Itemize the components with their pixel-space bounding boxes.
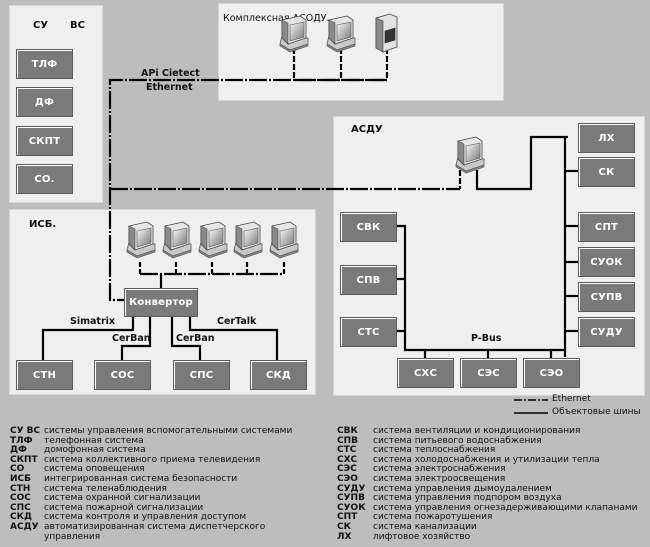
network-label-line1: APi Cietect bbox=[141, 68, 200, 79]
p-bus bbox=[395, 224, 565, 352]
box-skpt[interactable]: СКПТ bbox=[16, 126, 73, 156]
box-lh[interactable]: ЛХ bbox=[578, 123, 635, 153]
cerban-label-2: CerBan bbox=[176, 333, 215, 344]
cerban-bus-1 bbox=[120, 315, 152, 362]
asodu-panel bbox=[218, 3, 504, 101]
box-spt[interactable]: СПТ bbox=[578, 212, 635, 242]
box-seo[interactable]: СЭО bbox=[523, 358, 580, 388]
workstation-icon[interactable] bbox=[452, 135, 486, 175]
box-so[interactable]: СО. bbox=[16, 164, 73, 194]
server-icon[interactable] bbox=[372, 13, 400, 53]
certalk-label: CerTalk bbox=[217, 316, 257, 327]
cerban-label-1: CerBan bbox=[112, 333, 151, 344]
workstation-icon[interactable] bbox=[230, 220, 264, 260]
box-spv[interactable]: СПВ bbox=[340, 265, 397, 295]
box-sos[interactable]: СОС bbox=[94, 360, 151, 390]
box-sts[interactable]: СТС bbox=[340, 317, 397, 347]
network-label-line2: Ethernet bbox=[146, 82, 193, 93]
box-supv[interactable]: СУПВ bbox=[578, 282, 635, 312]
workstation-icon[interactable] bbox=[323, 14, 357, 54]
workstation-icon[interactable] bbox=[276, 14, 310, 54]
suvs-title-left: СУ bbox=[33, 20, 49, 31]
workstation-icon[interactable] bbox=[266, 220, 300, 260]
box-df[interactable]: ДФ bbox=[16, 87, 73, 117]
asodu-title: Комплексная АСОДУ. bbox=[223, 13, 330, 24]
suvs-title-right: ВС bbox=[70, 20, 85, 31]
simatrix-label: Simatrix bbox=[70, 316, 116, 327]
workstation-icon[interactable] bbox=[195, 220, 229, 260]
box-sk[interactable]: СК bbox=[578, 157, 635, 187]
legend-ethernet: Ethernet bbox=[552, 394, 591, 404]
box-sudu[interactable]: СУДУ bbox=[578, 317, 635, 347]
converter-box[interactable]: Конвертор bbox=[124, 288, 198, 317]
abbr-row: управления bbox=[44, 531, 101, 542]
workstation-icon[interactable] bbox=[159, 220, 193, 260]
box-skd[interactable]: СКД bbox=[250, 360, 307, 390]
legend-object-bus: Объектовые шины bbox=[552, 407, 641, 417]
isb-title: ИСБ. bbox=[29, 219, 57, 230]
simatrix-bus bbox=[41, 315, 135, 362]
box-svk[interactable]: СВК bbox=[340, 212, 397, 242]
asdu-title: АСДУ bbox=[351, 124, 383, 135]
workstation-icon[interactable] bbox=[123, 220, 157, 260]
box-tlf[interactable]: ТЛФ bbox=[16, 49, 73, 79]
box-suok[interactable]: СУОК bbox=[578, 247, 635, 277]
box-ses[interactable]: СЭС bbox=[460, 358, 517, 388]
cerban-bus-2 bbox=[170, 315, 202, 362]
p-bus-label: P-Bus bbox=[471, 333, 502, 344]
object-bus bbox=[475, 135, 568, 191]
box-stn[interactable]: СТН bbox=[16, 360, 73, 390]
box-sps[interactable]: СПС bbox=[173, 360, 230, 390]
certalk-bus bbox=[188, 315, 279, 362]
box-shs[interactable]: СХС bbox=[397, 358, 454, 388]
